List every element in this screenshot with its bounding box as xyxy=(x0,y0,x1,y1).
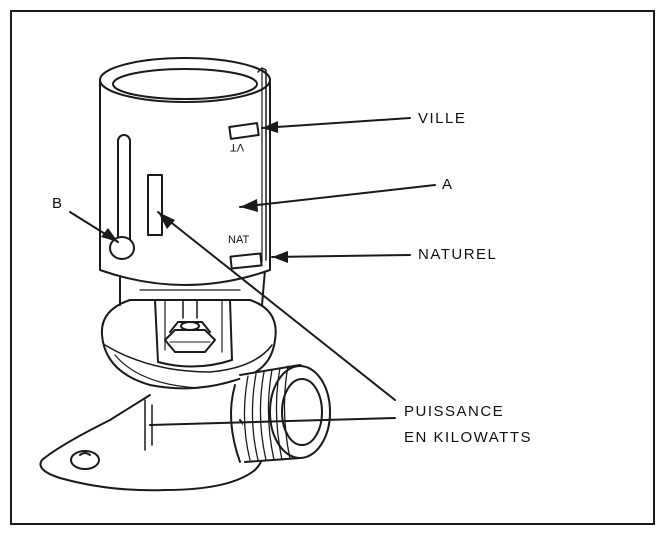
a-leader xyxy=(239,184,436,208)
puissance-leader xyxy=(157,211,396,401)
label-b: B xyxy=(52,195,64,212)
screw-b xyxy=(109,236,135,260)
label-puissance-line1: PUISSANCE xyxy=(404,403,505,420)
flange-hole xyxy=(70,450,100,470)
power-window xyxy=(147,174,163,236)
puissance-flange-leader xyxy=(149,417,396,426)
ville-leader xyxy=(261,117,411,129)
naturel-leader xyxy=(271,254,411,258)
vt-marking: VT xyxy=(230,141,245,153)
label-puissance-line2: EN KILOWATTS xyxy=(404,429,533,446)
barrel xyxy=(99,79,271,286)
barrel-top xyxy=(99,57,271,103)
label-a: A xyxy=(442,176,454,193)
nat-marking: NAT xyxy=(228,234,250,246)
hex-nut xyxy=(164,329,216,353)
label-ville: VILLE xyxy=(418,110,467,127)
ville-window xyxy=(228,122,260,140)
naturel-window xyxy=(229,252,263,270)
label-naturel: NATUREL xyxy=(418,246,498,263)
